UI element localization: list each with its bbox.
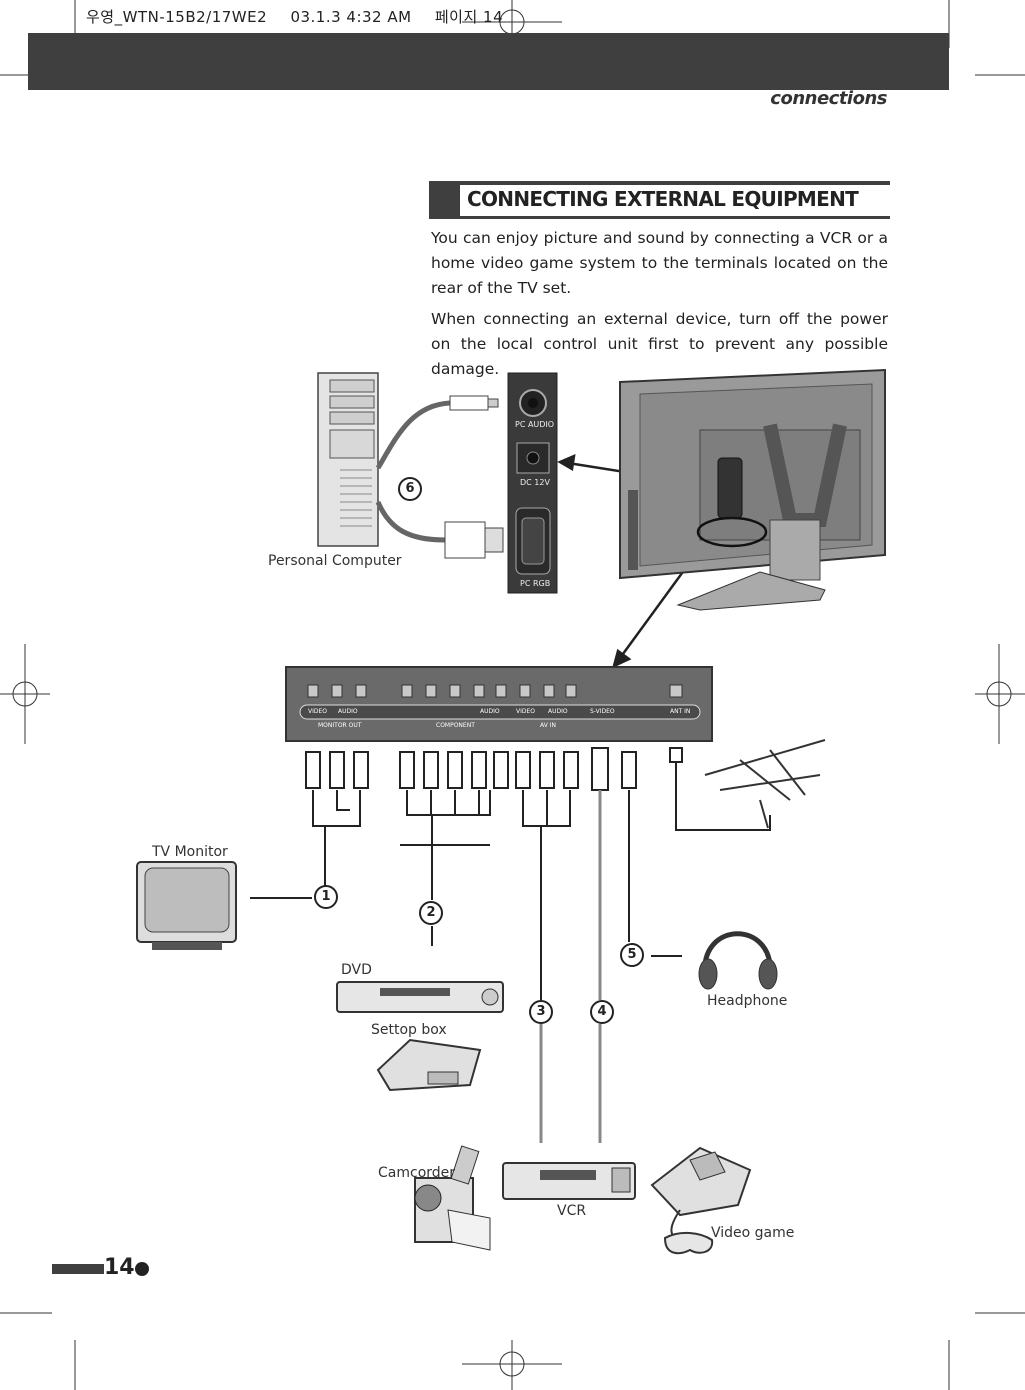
page-title: CONNECTING EXTERNAL EQUIPMENT (467, 187, 859, 211)
label-vcr: VCR (557, 1203, 587, 1219)
dc-12v-label: DC 12V (520, 478, 550, 487)
av-in-label: AV IN (540, 722, 556, 729)
tv-monitor-illustration (136, 861, 237, 950)
monitor-out-audio-label: AUDIO (338, 708, 358, 715)
label-settop-box: Settop box (371, 1022, 447, 1038)
component-audio-label: AUDIO (480, 708, 500, 715)
label-camcorder: Camcorder (378, 1165, 456, 1181)
marker-3: 3 (529, 1000, 553, 1024)
section-tag: connections (770, 88, 887, 109)
intro-paragraph: You can enjoy picture and sound by conne… (431, 229, 888, 297)
label-dvd: DVD (341, 962, 372, 978)
vcr-illustration (502, 1162, 636, 1200)
header-bar (28, 33, 949, 90)
component-label: COMPONENT (436, 722, 475, 729)
marker-5: 5 (620, 943, 644, 967)
antenna-illustration (704, 739, 826, 829)
tv-rear-illustration (619, 368, 886, 611)
ant-in-label: ANT IN (670, 708, 691, 715)
camcorder-illustration (414, 1145, 491, 1251)
av-in-video-label: VIDEO (516, 708, 536, 715)
label-video-game: Video game (711, 1225, 795, 1241)
label-headphone: Headphone (707, 993, 788, 1009)
video-game-illustration (650, 1146, 752, 1255)
settop-box-illustration (376, 1038, 482, 1092)
headphone-illustration (698, 931, 778, 990)
label-personal-computer: Personal Computer (268, 553, 402, 569)
dvd-illustration (336, 981, 504, 1013)
page-number-bar (52, 1264, 104, 1274)
marker-4: 4 (590, 1000, 614, 1024)
marker-2: 2 (419, 901, 443, 925)
label-tv-monitor: TV Monitor (152, 844, 228, 860)
pc-audio-label: PC AUDIO (515, 420, 555, 429)
title-block (429, 181, 460, 219)
print-header: 우영_WTN-15B2/17WE2 03.1.3 4:32 AM 페이지 14 (86, 6, 521, 27)
print-page-label: 페이지 14 (434, 8, 504, 26)
av-in-audio-label: AUDIO (548, 708, 568, 715)
s-video-label: S-VIDEO (590, 708, 615, 715)
monitor-out-label: MONITOR OUT (318, 722, 362, 729)
marker-6: 6 (398, 477, 422, 501)
print-file: 우영_WTN-15B2/17WE2 (86, 8, 268, 26)
print-datetime: 03.1.3 4:32 AM (290, 8, 412, 26)
warning-paragraph: When connecting an external device, turn… (431, 310, 888, 378)
monitor-out-video-label: VIDEO (308, 708, 328, 715)
page-number: 14 (104, 1255, 135, 1280)
pc-rgb-label: PC RGB (520, 579, 551, 588)
title-rule-top (429, 181, 890, 185)
pc-tower-illustration (317, 372, 379, 547)
marker-1: 1 (314, 885, 338, 909)
section-title-box: CONNECTING EXTERNAL EQUIPMENT (429, 181, 890, 219)
page-number-dot (135, 1262, 149, 1276)
title-rule-bottom (429, 216, 890, 219)
